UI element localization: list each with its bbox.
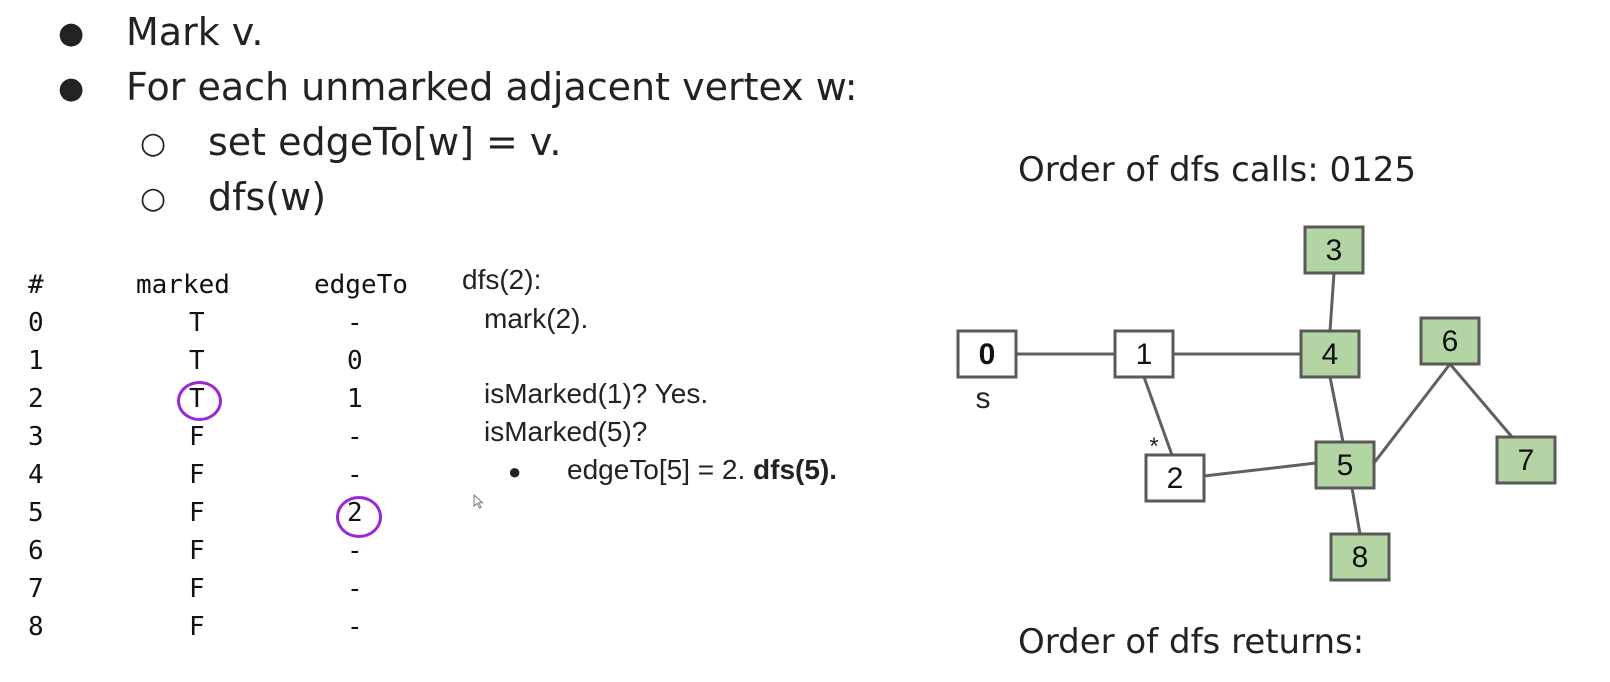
marked-highlight-circle	[177, 381, 222, 421]
row-marked-0: T	[189, 308, 205, 338]
dfs-calls-order: Order of dfs calls: 0125	[1018, 150, 1417, 190]
vertex-6-label: 6	[1442, 325, 1459, 358]
star-marker: *	[1149, 433, 1158, 460]
row-marked-8: F	[189, 612, 205, 642]
vertex-5-box	[1314, 440, 1376, 490]
edge-5-6	[1372, 363, 1452, 464]
header-marked: marked	[136, 270, 230, 300]
header-edgeto: edgeTo	[314, 270, 408, 300]
source-label: s	[976, 382, 991, 415]
bullet-marker: ●	[58, 16, 85, 51]
sub-bullet-marker: ○	[140, 181, 167, 216]
edge-2-5	[1203, 461, 1317, 478]
row-marked-4: F	[189, 460, 205, 490]
sub-bullet-marker: ○	[140, 126, 167, 161]
trace-ismarked-1: isMarked(1)? Yes.	[484, 378, 709, 409]
row-index-5: 5	[28, 498, 44, 528]
row-marked-3: F	[189, 422, 205, 452]
trace-mark: mark(2).	[484, 303, 589, 334]
vertex-0-box	[956, 329, 1018, 379]
row-edgeto-1: 0	[347, 346, 363, 376]
vertex-0-label: 0	[979, 338, 996, 371]
row-index-1: 1	[28, 346, 44, 376]
row-edgeto-6: -	[347, 536, 363, 566]
edge-6-7	[1448, 363, 1514, 438]
trace-edgeto-line: edgeTo[5] = 2. dfs(5).	[567, 454, 837, 486]
mouse-cursor-icon	[473, 494, 484, 509]
edgeto-highlight-circle	[336, 496, 382, 538]
trace-ismarked-5: isMarked(5)?	[484, 416, 648, 447]
trace-bullet-marker: ●	[508, 459, 522, 484]
row-edgeto-2: 1	[347, 384, 363, 414]
edge-5-8	[1350, 487, 1362, 535]
vertex-2-box	[1144, 453, 1206, 503]
row-index-7: 7	[28, 574, 44, 604]
bullet-text: Mark v.	[126, 10, 264, 54]
row-marked-6: F	[189, 536, 205, 566]
edge-1-2	[1142, 376, 1174, 456]
vertex-4-box	[1299, 329, 1361, 379]
row-index-6: 6	[28, 536, 44, 566]
vertex-1-label: 1	[1136, 338, 1153, 371]
row-edgeto-8: -	[347, 612, 363, 642]
row-edgeto-4: -	[347, 460, 363, 490]
trace-sub-bullet: ●	[508, 456, 521, 488]
row-index-2: 2	[28, 384, 44, 414]
row-index-0: 0	[28, 308, 44, 338]
edge-3-4	[1328, 272, 1336, 332]
bullet-marker: ●	[58, 71, 85, 106]
sub-bullet-text: dfs(w)	[208, 175, 327, 219]
vertex-2-label: 2	[1167, 462, 1184, 495]
row-marked-1: T	[189, 346, 205, 376]
vertex-3-label: 3	[1326, 234, 1343, 267]
row-edgeto-3: -	[347, 422, 363, 452]
vertex-3-box	[1303, 225, 1365, 275]
row-index-4: 4	[28, 460, 44, 490]
vertex-5-label: 5	[1337, 449, 1354, 482]
vertex-1-box	[1113, 329, 1175, 379]
row-edgeto-7: -	[347, 574, 363, 604]
edge-4-5	[1328, 376, 1345, 443]
sub-bullet-text: set edgeTo[w] = v.	[208, 120, 562, 164]
trace-dfs5-bold: dfs(5).	[753, 454, 838, 485]
vertex-8-label: 8	[1352, 541, 1369, 574]
vertex-8-box	[1329, 532, 1391, 582]
vertex-6-box	[1419, 316, 1481, 366]
trace-edgeto-text: edgeTo[5] = 2.	[567, 454, 746, 485]
bullet-text: For each unmarked adjacent vertex w:	[126, 65, 858, 109]
trace-dfs-call: dfs(2):	[462, 264, 542, 295]
header-index: #	[28, 270, 44, 300]
dfs-returns-order: Order of dfs returns:	[1018, 622, 1365, 662]
row-index-3: 3	[28, 422, 44, 452]
vertex-7-label: 7	[1518, 444, 1535, 477]
vertex-4-label: 4	[1322, 338, 1339, 371]
row-marked-7: F	[189, 574, 205, 604]
vertex-7-box	[1495, 435, 1557, 485]
row-edgeto-0: -	[347, 308, 363, 338]
row-index-8: 8	[28, 612, 44, 642]
row-marked-5: F	[189, 498, 205, 528]
